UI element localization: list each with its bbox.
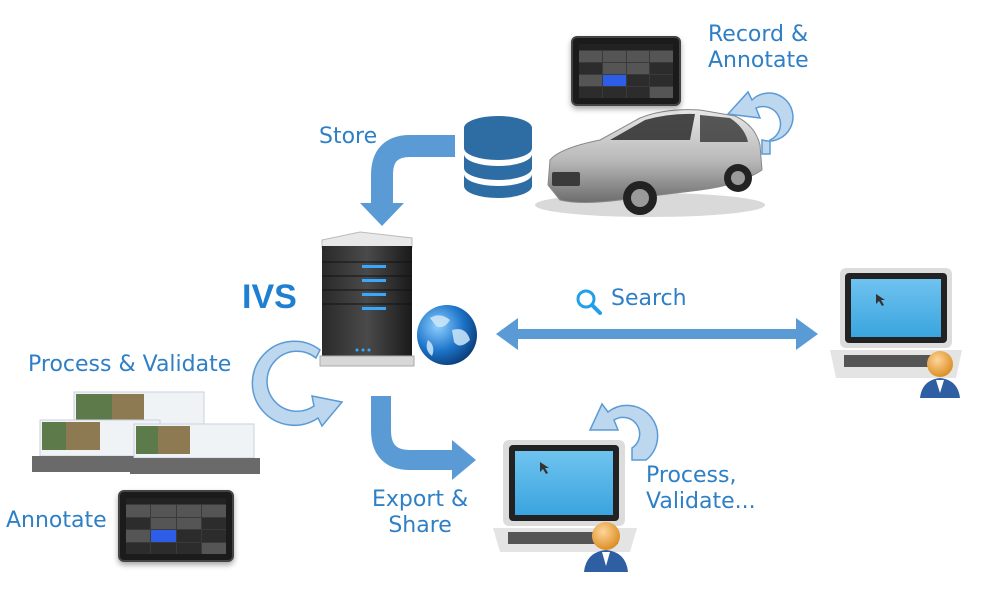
rack-server-icon (32, 391, 260, 474)
record-annotate-label: Record & Annotate (708, 22, 809, 75)
store-arrow (360, 135, 455, 226)
recording-tablet-icon (571, 36, 681, 106)
export-share-label: Export & Share (372, 487, 468, 540)
globe-icon (417, 305, 477, 365)
car-icon (535, 109, 765, 217)
annotate-label: Annotate (6, 508, 107, 533)
search-label: Search (611, 286, 687, 311)
client-process-cycle-icon (588, 402, 659, 461)
laptop-user-icon (830, 268, 962, 398)
client-process-validate-label: Process, Validate... (646, 463, 756, 516)
laptop-user-icon (493, 440, 637, 572)
client-process-line-1: Process, (646, 463, 737, 488)
server-icon (319, 231, 415, 367)
annotation-tablet-icon (118, 490, 234, 562)
export-share-line-2: Share (388, 513, 452, 539)
process-validate-label: Process & Validate (28, 352, 232, 377)
record-annotate-line-1: Record & (708, 22, 809, 47)
database-icon (464, 116, 532, 198)
record-annotate-line-2: Annotate (708, 48, 809, 74)
search-icon (576, 289, 602, 315)
process-validate-cycle-icon (251, 340, 344, 428)
export-share-line-1: Export & (372, 487, 469, 512)
store-label: Store (319, 124, 378, 149)
export-share-arrow (371, 396, 476, 480)
client-process-line-2: Validate... (646, 489, 756, 515)
ivs-label: IVS (242, 278, 297, 316)
search-double-arrow (496, 318, 818, 350)
record-annotate-cycle-icon (726, 90, 794, 155)
